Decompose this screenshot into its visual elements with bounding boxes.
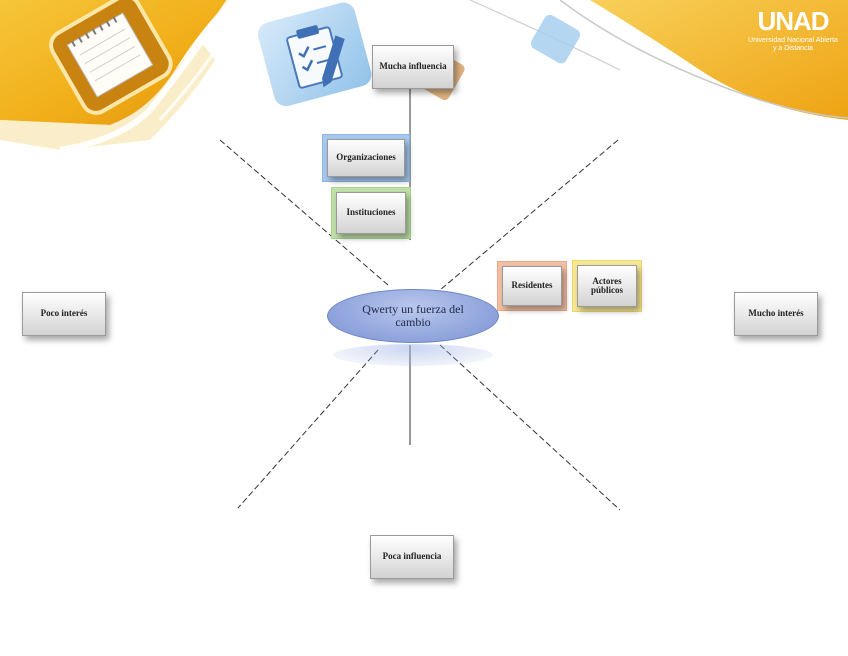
clipboard-icon <box>286 25 345 89</box>
logo-name: UNAD <box>757 6 829 36</box>
axis-right-label: Mucho interés <box>748 308 804 319</box>
axis-left-label: Poco interés <box>40 308 88 319</box>
line-upper-right <box>439 139 619 291</box>
center-node: Qwerty un fuerza del cambio <box>327 289 499 343</box>
logo-subtitle: Universidad Nacional Abierta y a Distanc… <box>748 37 838 52</box>
notepad-icon <box>66 12 154 98</box>
stakeholder-label: Organizaciones <box>336 152 396 163</box>
center-label: Qwerty un fuerza del cambio <box>362 301 464 329</box>
stakeholder-label: Residentes <box>511 280 553 291</box>
axis-right-box: Mucho interés <box>734 292 818 336</box>
axis-top-box: Mucha influencia <box>372 45 454 89</box>
stakeholder-label: Instituciones <box>346 207 396 218</box>
center-reflection <box>333 344 493 366</box>
line-upper-left <box>219 139 389 286</box>
line-lower-right <box>439 344 621 511</box>
organizaciones-box: Organizaciones <box>327 139 405 177</box>
residentes-box: Residentes <box>502 266 562 306</box>
line-lower-left <box>237 349 379 509</box>
axis-top-label: Mucha influencia <box>379 61 447 72</box>
axis-bottom-label: Poca influencia <box>382 551 442 562</box>
unad-logo: UNAD Universidad Nacional Abierta y a Di… <box>748 6 838 64</box>
actores-box: Actores públicos <box>577 265 637 307</box>
stakeholder-label: Actores públicos <box>590 275 623 295</box>
axis-left-box: Poco interés <box>22 292 106 336</box>
axis-bottom-box: Poca influencia <box>370 535 454 579</box>
instituciones-box: Instituciones <box>336 192 406 234</box>
